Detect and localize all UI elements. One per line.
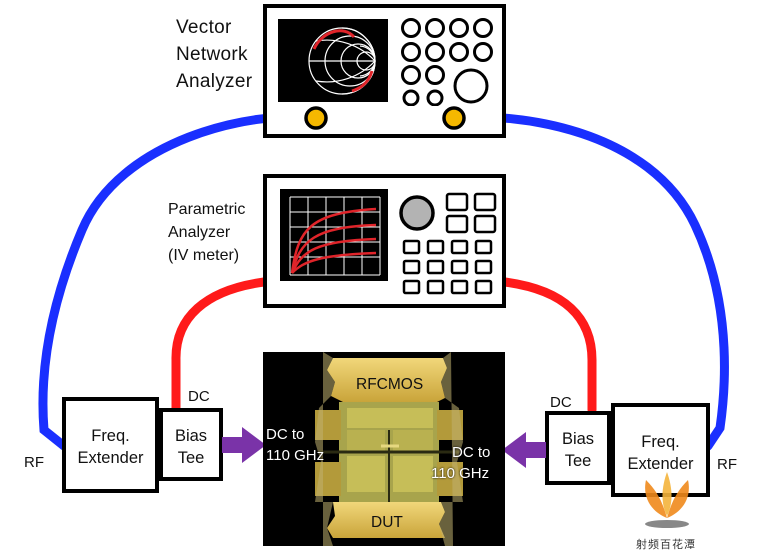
left-arrow-icon xyxy=(222,427,266,463)
port-connector-icon xyxy=(442,106,466,130)
dut-chip-photo: RFCMOS DUT DC to 110 GHz DC to 110 GHz xyxy=(263,352,505,546)
knob-icon xyxy=(449,42,469,62)
vna-knobs xyxy=(401,18,493,106)
chip-right-range-line-1: DC to xyxy=(452,444,491,461)
dc-cable-right xyxy=(500,277,597,415)
left-bias-tee: Bias Tee xyxy=(159,408,223,481)
port-connector-icon xyxy=(304,106,328,130)
right-dc-label: DC xyxy=(550,394,572,411)
parametric-label-line-2: Analyzer xyxy=(168,224,231,241)
right-bias-tee-line-2: Tee xyxy=(564,452,592,470)
button-icon xyxy=(445,192,469,212)
left-freq-extender: Freq. Extender xyxy=(62,397,159,493)
large-dial-icon xyxy=(453,68,489,104)
right-bias-tee: Bias Tee xyxy=(545,411,611,485)
dial-icon xyxy=(399,195,435,231)
left-freq-extender-line-1: Freq. xyxy=(91,427,130,445)
left-rf-label: RF xyxy=(24,454,44,471)
chip-right-range: DC to 110 GHz xyxy=(431,442,490,484)
watermark-text: 射频百花潭 xyxy=(636,538,696,551)
parametric-analyzer xyxy=(263,174,506,308)
knob-icon xyxy=(473,42,493,62)
vna-label: Vector Network Analyzer xyxy=(176,14,252,95)
knob-icon xyxy=(402,89,420,106)
knob-icon xyxy=(425,18,445,38)
key-icon xyxy=(426,279,445,295)
key-icon xyxy=(402,279,421,295)
chip-right-range-line-2: 110 GHz xyxy=(431,465,490,482)
chip-layout-graphic xyxy=(315,352,463,546)
vector-network-analyzer xyxy=(263,4,506,138)
vna-label-line-1: Vector xyxy=(176,17,232,38)
key-icon xyxy=(474,239,493,255)
parametric-controls xyxy=(399,192,497,295)
vna-label-line-3: Analyzer xyxy=(176,71,253,92)
parametric-label: Parametric Analyzer (IV meter) xyxy=(168,198,245,267)
chip-top-label: RFCMOS xyxy=(356,376,424,393)
knob-icon xyxy=(401,42,421,62)
right-freq-extender-line-2: Extender xyxy=(627,455,694,473)
knob-icon xyxy=(425,65,445,85)
left-freq-extender-line-2: Extender xyxy=(77,449,144,467)
key-icon xyxy=(450,259,469,275)
rf-cable-right xyxy=(447,112,729,451)
knob-icon xyxy=(449,18,469,38)
parametric-label-line-1: Parametric xyxy=(168,201,246,218)
rf-cable-left xyxy=(38,112,321,451)
knob-icon xyxy=(401,65,421,85)
knob-icon xyxy=(473,18,493,38)
key-icon xyxy=(426,259,445,275)
left-bias-tee-line-1: Bias xyxy=(174,427,208,445)
watermark-logo xyxy=(645,472,689,528)
chip-left-range: DC to 110 GHz xyxy=(266,424,324,466)
right-freq-extender-line-1: Freq. xyxy=(641,433,680,451)
vna-ports xyxy=(304,106,466,130)
right-bias-tee-line-1: Bias xyxy=(561,430,595,448)
button-icon xyxy=(473,214,497,234)
right-rf-label: RF xyxy=(717,456,737,473)
key-icon xyxy=(474,279,493,295)
chip-left-range-line-2: 110 GHz xyxy=(266,447,325,464)
iv-curve-screen xyxy=(280,189,388,281)
key-icon xyxy=(402,259,421,275)
button-icon xyxy=(473,192,497,212)
iv-curve xyxy=(290,237,377,274)
key-icon xyxy=(474,259,493,275)
left-dc-label: DC xyxy=(188,388,210,405)
iv-curve xyxy=(290,207,377,274)
parametric-label-line-3: (IV meter) xyxy=(168,247,240,264)
iv-curve xyxy=(290,223,377,274)
chip-bottom-label: DUT xyxy=(371,514,403,531)
smith-trace xyxy=(312,29,356,50)
knob-icon xyxy=(426,89,444,106)
iv-curve xyxy=(291,251,377,274)
knob-icon xyxy=(425,42,445,62)
smith-chart-screen xyxy=(278,19,388,102)
key-icon xyxy=(426,239,445,255)
chip-left-range-line-1: DC to xyxy=(266,426,305,443)
right-freq-extender: Freq. Extender xyxy=(611,403,710,497)
left-bias-tee-line-2: Tee xyxy=(177,449,205,467)
key-icon xyxy=(450,239,469,255)
button-icon xyxy=(445,214,469,234)
vna-label-line-2: Network xyxy=(176,44,248,65)
key-icon xyxy=(402,239,421,255)
key-icon xyxy=(450,279,469,295)
right-arrow-icon xyxy=(502,432,546,468)
knob-icon xyxy=(401,18,421,38)
dc-cable-left xyxy=(171,277,269,415)
